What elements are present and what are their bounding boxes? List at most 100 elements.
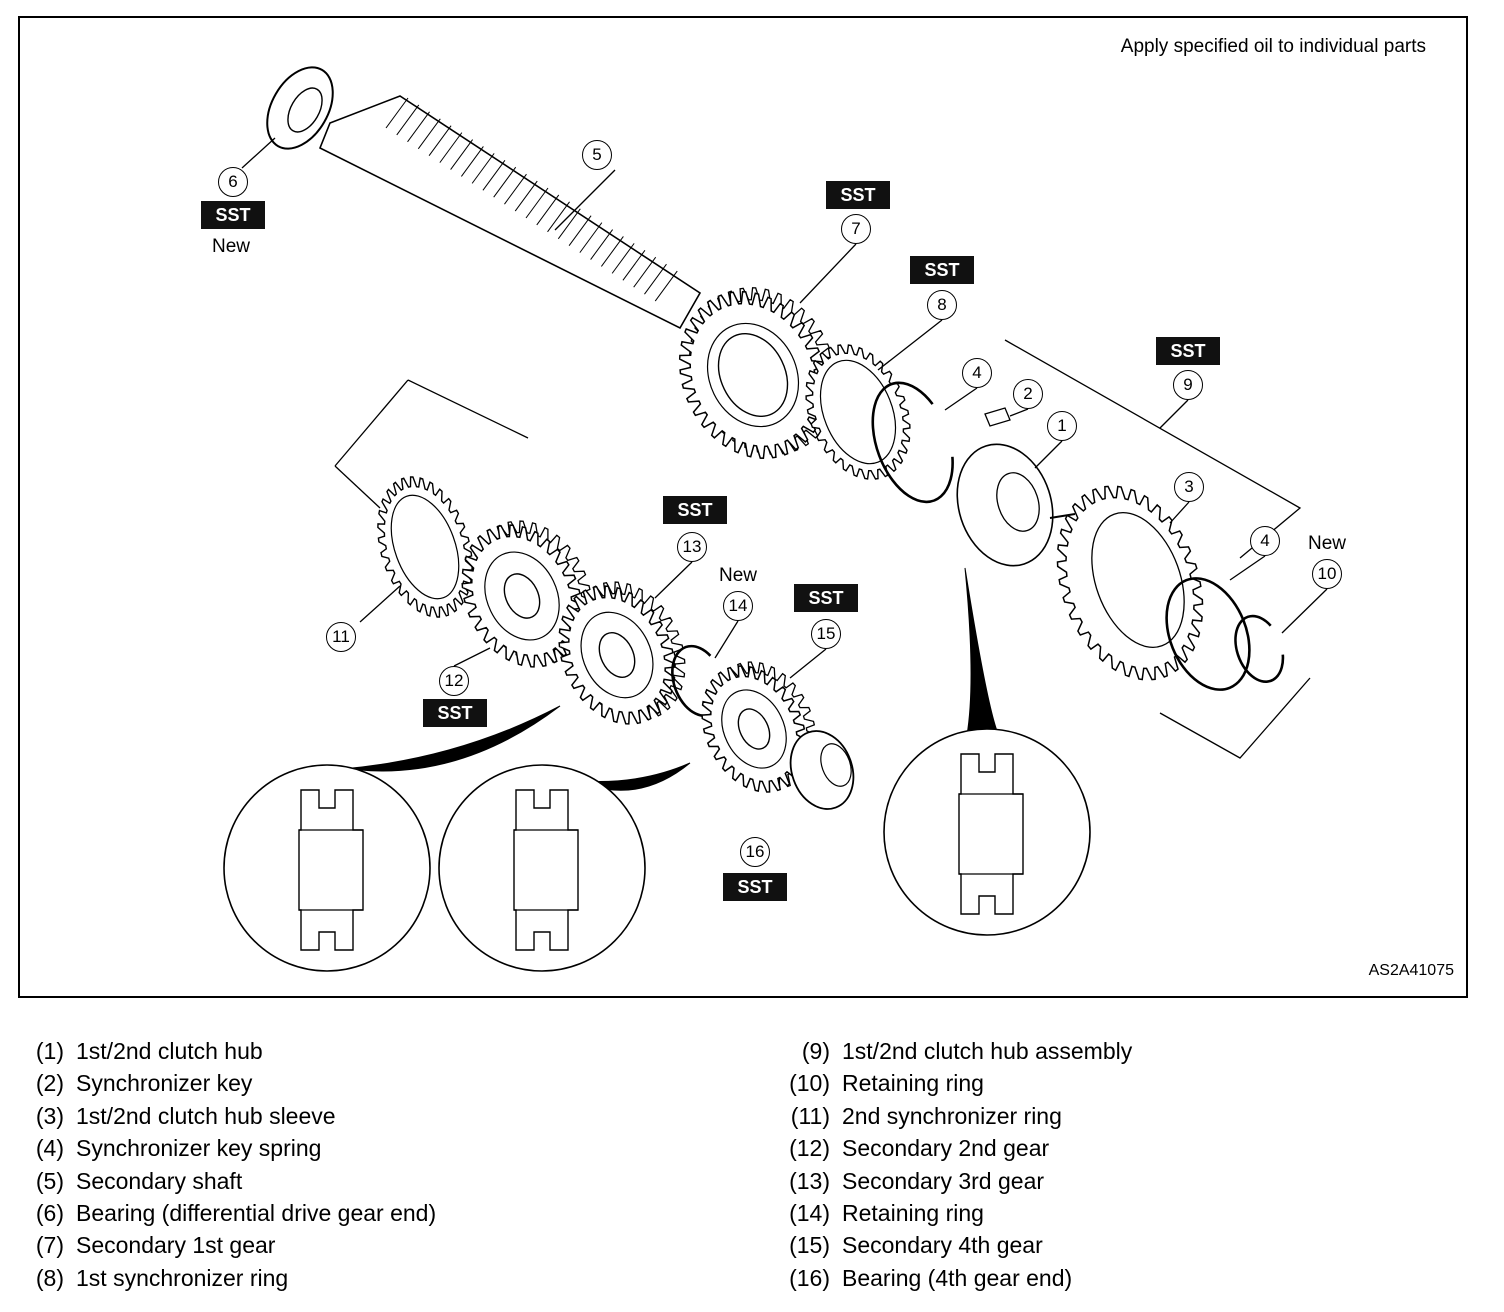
sst-badge-13: SST — [663, 496, 727, 524]
clutch-hub-1-bore — [996, 472, 1040, 532]
leader-4-top — [944, 387, 978, 411]
shaft-spline — [525, 187, 549, 219]
legend-item: (2)Synchronizer key — [35, 1070, 253, 1097]
bearing-6-outer — [266, 66, 334, 150]
shaft-spline — [493, 166, 517, 198]
detail-gear-13-profile — [298, 789, 364, 951]
legend-item: (16)Bearing (4th gear end) — [789, 1264, 1073, 1291]
shaft-spline — [579, 222, 603, 253]
shaft-spline — [633, 256, 657, 288]
shaft-spline — [590, 229, 614, 260]
shaft-spline — [450, 139, 474, 170]
leader-11 — [359, 585, 401, 623]
bearing-16 — [789, 730, 855, 810]
leader-3 — [1169, 501, 1190, 524]
callout-12: 12 — [439, 666, 469, 696]
callout-2: 2 — [1013, 379, 1043, 409]
leader-2 — [1009, 408, 1029, 417]
leader-9 — [1159, 399, 1189, 429]
leader-12 — [453, 647, 491, 667]
legend-item: (14)Retaining ring — [789, 1199, 984, 1226]
shaft-spline — [439, 132, 463, 163]
shaft-spline — [536, 194, 560, 226]
legend-item: (1)1st/2nd clutch hub — [35, 1038, 263, 1064]
hub-key-pin — [1049, 513, 1076, 519]
callout-11: 11 — [326, 622, 356, 652]
leader-5 — [554, 169, 616, 231]
sst-badge-8: SST — [910, 256, 974, 284]
detail-clutch-hub-profile — [958, 753, 1024, 915]
bracket-11-line-c — [334, 465, 381, 509]
leader-10 — [1281, 588, 1328, 634]
callout-1: 1 — [1047, 411, 1077, 441]
sst-badge-16: SST — [723, 873, 787, 901]
legend-item: (4)Synchronizer key spring — [35, 1135, 322, 1162]
bearing-6-inner — [287, 87, 323, 133]
leader-13 — [654, 561, 693, 599]
parts-legend: (1)1st/2nd clutch hub (2)Synchronizer ke… — [18, 1038, 1468, 1298]
shaft-spline — [407, 111, 430, 143]
callout-4-top: 4 — [962, 358, 992, 388]
callout-6: 6 — [218, 167, 248, 197]
callout-14: 14 — [723, 591, 753, 621]
callout-4-bottom: 4 — [1250, 526, 1280, 556]
callout-8: 8 — [927, 290, 957, 320]
legend-item: (13)Secondary 3rd gear — [789, 1167, 1045, 1194]
sync-ring-11-bore — [390, 494, 460, 600]
shaft-spline — [504, 173, 527, 205]
legend-item: (12)Secondary 2nd gear — [789, 1135, 1050, 1162]
sst-badge-7: SST — [826, 181, 890, 209]
gear-15-face — [721, 689, 787, 769]
new-label-10: New — [1307, 533, 1347, 554]
callout-10: 10 — [1312, 559, 1342, 589]
leader-15 — [789, 648, 827, 679]
leader-4-bottom — [1229, 555, 1266, 581]
shaft-spline — [417, 118, 441, 150]
sst-badge-6: SST — [201, 201, 265, 229]
gear-15-bore — [737, 708, 771, 750]
oil-note: Apply specified oil to individual parts — [1120, 36, 1426, 57]
bracket-11-line-a — [407, 379, 529, 439]
shaft-spline — [460, 146, 484, 177]
shaft-spline — [428, 125, 452, 156]
shaft-spline — [622, 250, 646, 281]
detail-gear-15-profile — [513, 789, 579, 951]
shaft-spline — [611, 243, 635, 274]
gear-13-face — [580, 611, 654, 699]
bracket-9-bottom — [1159, 677, 1311, 759]
gear-12-bore — [503, 573, 541, 619]
gear-7-face — [706, 322, 800, 428]
diagram-artwork — [223, 66, 1328, 972]
callout-5: 5 — [582, 140, 612, 170]
sync-ring-8-bore — [819, 359, 897, 465]
key-spring-4-top — [871, 381, 954, 504]
legend-item: (15)Secondary 4th gear — [789, 1232, 1043, 1259]
shaft-spline — [547, 201, 570, 233]
callout-9: 9 — [1173, 370, 1203, 400]
retaining-ring-10 — [1234, 614, 1285, 683]
callout-13: 13 — [677, 532, 707, 562]
callout-15: 15 — [811, 619, 841, 649]
sst-badge-15: SST — [794, 584, 858, 612]
callout-7: 7 — [841, 214, 871, 244]
legend-column-right: (9)1st/2nd clutch hub assembly (10)Retai… — [784, 1038, 1132, 1297]
legend-item: (10)Retaining ring — [789, 1070, 984, 1097]
sst-badge-9: SST — [1156, 337, 1220, 365]
callout-16: 16 — [740, 837, 770, 867]
legend-item: (3)1st/2nd clutch hub sleeve — [35, 1102, 336, 1129]
secondary-shaft — [318, 95, 702, 330]
shaft-spline — [471, 153, 495, 184]
legend-item: (7)Secondary 1st gear — [35, 1232, 276, 1259]
detail-gear-13-pointer — [306, 705, 561, 772]
leader-6 — [241, 137, 276, 169]
shaft-spline — [654, 270, 678, 302]
detail-clutch-hub-pointer — [964, 567, 998, 736]
leader-1 — [1034, 440, 1063, 469]
legend-item: (6)Bearing (differential drive gear end) — [35, 1199, 437, 1226]
legend-item: (11)2nd synchronizer ring — [790, 1102, 1062, 1129]
shaft-spline — [514, 180, 538, 212]
leader-14 — [714, 620, 739, 659]
leader-8 — [877, 319, 943, 371]
legend-item: (5)Secondary shaft — [35, 1167, 243, 1194]
gear-12-face — [484, 551, 560, 641]
